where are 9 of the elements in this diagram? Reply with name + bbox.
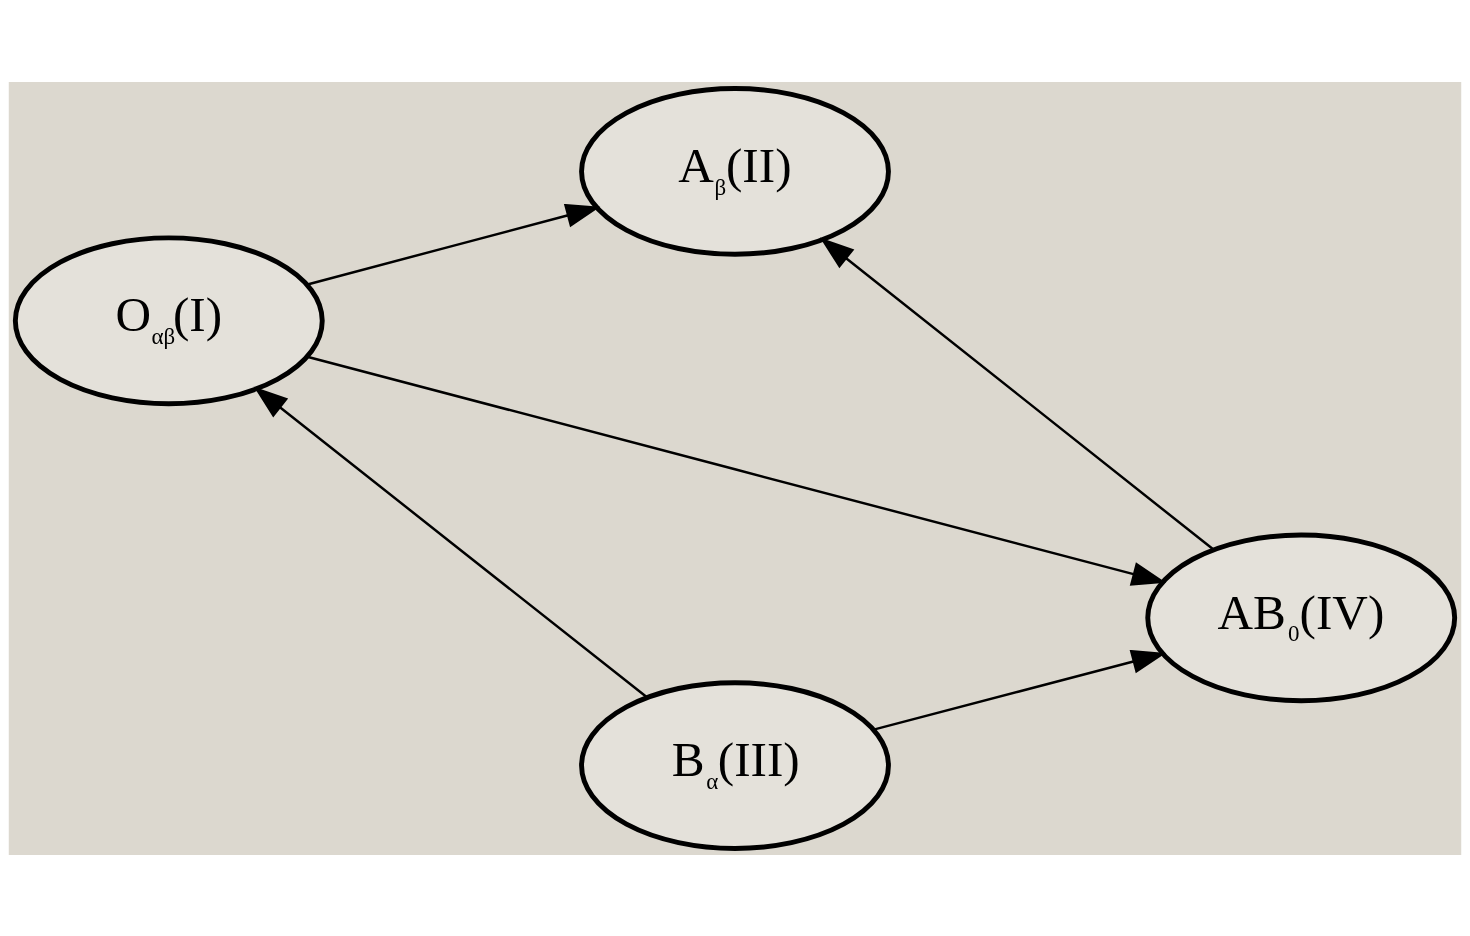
node-ellipse: A$_{β}$(II) (579, 85, 891, 257)
arrow (253, 386, 649, 698)
node-ellipse: B$_{α}$(III) (579, 679, 891, 851)
node-ellipse: O$_{αβ}$(I) (12, 234, 325, 406)
arrow (306, 355, 1167, 586)
node-ellipse: AB$_{0}$(IV) (1145, 532, 1458, 703)
arrow (873, 649, 1167, 731)
arrow (819, 236, 1215, 551)
arrow (307, 203, 601, 286)
